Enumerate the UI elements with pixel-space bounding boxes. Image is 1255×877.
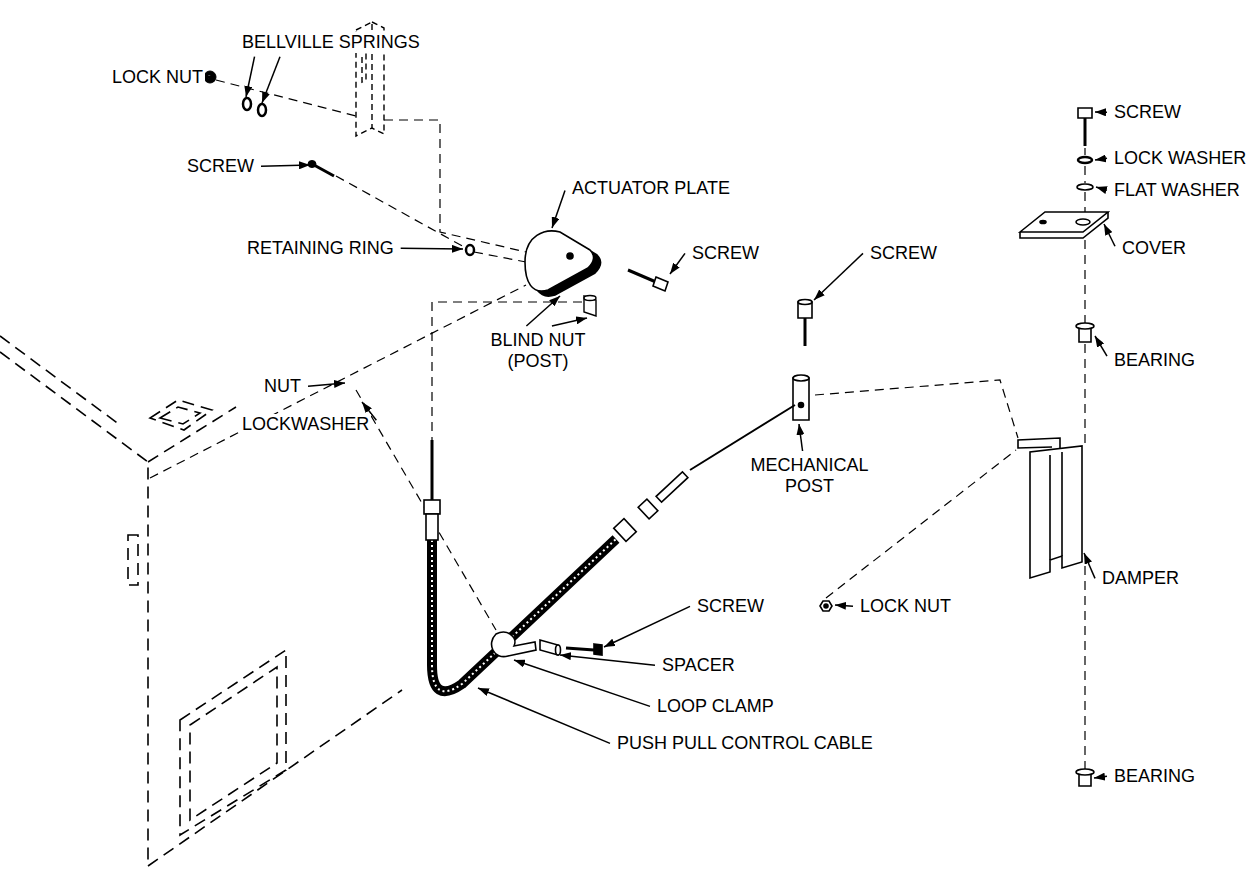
lock-nut <box>820 601 832 611</box>
actuator-plate <box>525 231 601 296</box>
part-label: LOCK WASHER <box>1112 148 1248 169</box>
leader-line <box>262 57 280 103</box>
part-label: LOOP CLAMP <box>655 696 776 717</box>
leader-line <box>1095 111 1107 113</box>
leader-line <box>478 688 610 743</box>
leader-line <box>552 318 587 326</box>
part-label: SCREW <box>868 243 939 264</box>
leader-line <box>1095 336 1107 356</box>
leader-line <box>1084 553 1095 578</box>
part-label: ACTUATOR PLATE <box>570 178 732 199</box>
part-label: BEARING <box>1112 350 1197 371</box>
part-label: LOCK NUT <box>110 67 205 88</box>
loop-clamp <box>492 632 602 656</box>
leader-line <box>814 253 863 300</box>
leader-line <box>308 383 345 386</box>
leader-line <box>1104 224 1115 246</box>
push-pull-cable <box>424 405 795 691</box>
leader-line <box>246 57 255 97</box>
part-label: RETAINING RING <box>245 238 396 259</box>
part-label: NUT <box>262 376 303 397</box>
leader-line <box>799 424 803 451</box>
leader-line <box>552 190 565 228</box>
part-label: COVER <box>1120 238 1188 259</box>
part-label: BELLVILLE SPRINGS <box>240 32 422 53</box>
part-label: SCREW <box>690 243 761 264</box>
part-label: BLIND NUT (POST) <box>480 330 596 371</box>
part-label: LOCK NUT <box>858 596 953 617</box>
actuator-screw <box>628 270 668 291</box>
leader-line <box>261 165 310 166</box>
mechanical-post <box>793 300 812 421</box>
leader-line <box>1094 776 1107 778</box>
damper-assembly <box>1018 108 1108 786</box>
housing-outline <box>0 336 402 866</box>
part-label: SCREW <box>185 156 256 177</box>
part-label: DAMPER <box>1100 568 1181 589</box>
part-label: SPACER <box>660 655 737 676</box>
leader-line <box>514 660 650 706</box>
part-label: PUSH PULL CONTROL CABLE <box>615 733 875 754</box>
assembly-lines <box>150 80 1085 770</box>
leader-line <box>604 606 690 647</box>
part-label: FLAT WASHER <box>1112 180 1242 201</box>
blind-nut <box>584 296 596 317</box>
part-label: MECHANICAL POST <box>740 455 879 496</box>
part-label: LOCKWASHER <box>240 414 371 435</box>
leader-line <box>835 605 853 606</box>
leader-line <box>560 655 655 665</box>
leader-line <box>526 296 560 326</box>
part-label: BEARING <box>1112 766 1197 787</box>
leader-line <box>670 253 685 274</box>
part-label: SCREW <box>1112 102 1183 123</box>
leader-line <box>1095 158 1107 160</box>
part-label: SCREW <box>695 596 766 617</box>
leader-line <box>1096 187 1107 190</box>
leader-line <box>401 248 463 250</box>
